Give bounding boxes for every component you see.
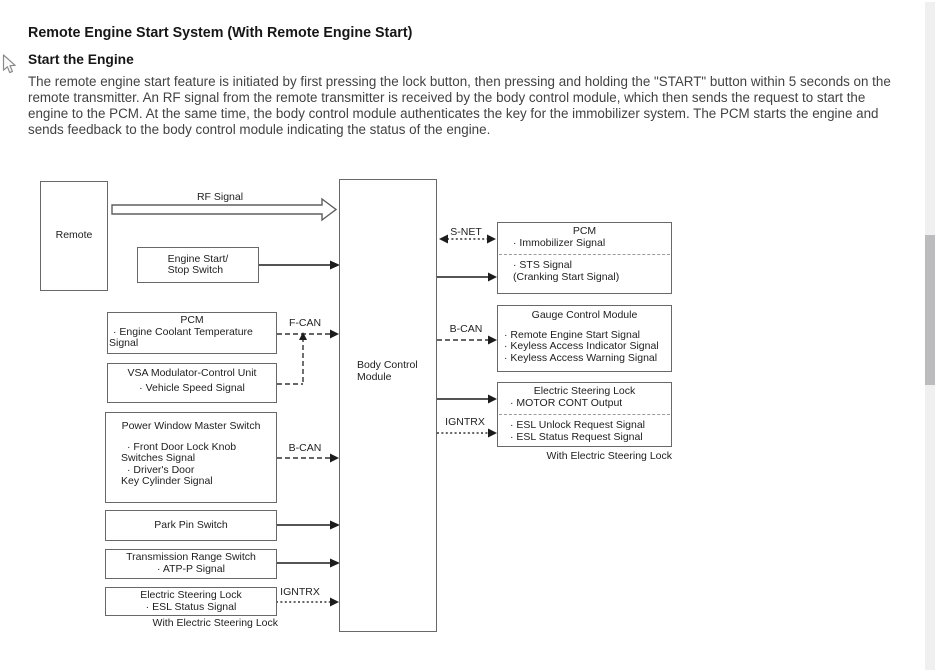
rf-signal-label: RF Signal [196,191,244,203]
engine-start-stop-switch-box: Engine Start/ Stop Switch [137,247,259,283]
engine-start-arrow [259,260,340,270]
esl-left-note: With Electric Steering Lock [152,617,278,629]
fcan-label: F-CAN [288,317,322,329]
vsa-item: · Vehicle Speed Signal [139,381,245,394]
fcan-connector [277,329,339,385]
vsa-modulator-box: VSA Modulator-Control Unit · Vehicle Spe… [107,363,277,403]
pcm-right-item1: · Immobilizer Signal [513,236,606,249]
esl-right-title: Electric Steering Lock [533,385,636,397]
mouse-cursor-icon [2,54,16,74]
esl-right-divider [499,414,670,415]
power-window-master-switch-box: Power Window Master Switch · Front Door … [105,412,277,503]
igntrx-left-connector [276,597,339,607]
pcm-right-item2: · STS Signal [513,259,572,271]
engine-start-line2: Stop Switch [167,264,224,276]
pcm-left-title: PCM [180,314,204,326]
transmission-range-switch-box: Transmission Range Switch · ATP-P Signal [105,549,277,579]
pcm-right-arrow [437,272,497,282]
gauge-title: Gauge Control Module [531,309,638,321]
pcm-left-item-line1: · Engine Coolant Temperature [113,325,253,338]
transmission-arrow [275,558,340,568]
bcm-label-line1: Body Control [357,359,418,371]
section-heading: Start the Engine [28,52,134,67]
bcan-right-connector [437,335,497,345]
bcm-label-line2: Module [357,370,392,383]
engine-start-stop-switch-text: Engine Start/ Stop Switch [138,248,258,282]
esl-right-item1: · MOTOR CONT Output [510,396,623,409]
pwms-item-line2: Switches Signal [121,452,196,464]
igntrx-right-label: IGNTRX [445,416,485,428]
esl-right-note: With Electric Steering Lock [546,450,672,462]
scrollbar-track[interactable] [925,2,935,670]
electric-steering-lock-right-box: Electric Steering Lock · MOTOR CONT Outp… [497,382,672,447]
esl-right-arrow [437,394,497,404]
bcan-left-label: B-CAN [288,442,322,454]
pcm-right-item3: (Cranking Start Signal) [513,270,620,283]
gauge-item1: · Remote Engine Start Signal [504,328,640,341]
remote-box: Remote [40,181,108,291]
esl-left-item: · ESL Status Signal [145,600,237,613]
park-pin-arrow [275,520,340,530]
pcm-left-item-line2: Signal [109,337,139,349]
gauge-control-module-box: Gauge Control Module · Remote Engine Sta… [497,305,672,372]
bcm-label: Body Control Module [357,359,418,383]
pcm-right-box: PCM · Immobilizer Signal · STS Signal (C… [497,222,672,294]
snet-label: S-NET [450,226,482,238]
igntrx-right-connector [437,428,497,438]
esl-right-item2: · ESL Unlock Request Signal [510,419,646,431]
engine-start-line1: Engine Start/ [167,252,229,265]
pcm-right-title: PCM [572,225,597,237]
bcan-right-label: B-CAN [449,323,483,335]
transmission-title: Transmission Range Switch [126,551,256,563]
intro-paragraph: The remote engine start feature is initi… [28,74,891,137]
gauge-item3: · Keyless Access Warning Signal [504,351,658,364]
pcm-left-box: PCM · Engine Coolant Temperature Signal [107,312,277,354]
esl-left-title: Electric Steering Lock [140,589,242,601]
gauge-item2: · Keyless Access Indicator Signal [504,340,659,352]
scrollbar-thumb[interactable] [925,235,935,385]
esl-right-item3: · ESL Status Request Signal [510,430,643,443]
body-control-module-box: Body Control Module [339,179,437,632]
pwms-item-line4: Key Cylinder Signal [121,475,213,487]
pwms-title: Power Window Master Switch [121,420,261,432]
remote-label: Remote [55,229,93,242]
bcan-left-connector [277,453,339,463]
page-title: Remote Engine Start System (With Remote … [28,25,413,41]
electric-steering-lock-left-box: Electric Steering Lock · ESL Status Sign… [105,587,277,616]
vsa-title: VSA Modulator-Control Unit [127,367,257,379]
pwms-item-line3: · Driver's Door [127,463,195,476]
park-pin-switch-box: Park Pin Switch [105,510,277,541]
pwms-item-line1: · Front Door Lock Knob [127,440,237,453]
park-pin-switch-label: Park Pin Switch [154,518,228,531]
transmission-item: · ATP-P Signal [157,562,225,575]
pcm-right-divider [499,254,670,255]
igntrx-left-label: IGNTRX [280,586,320,598]
